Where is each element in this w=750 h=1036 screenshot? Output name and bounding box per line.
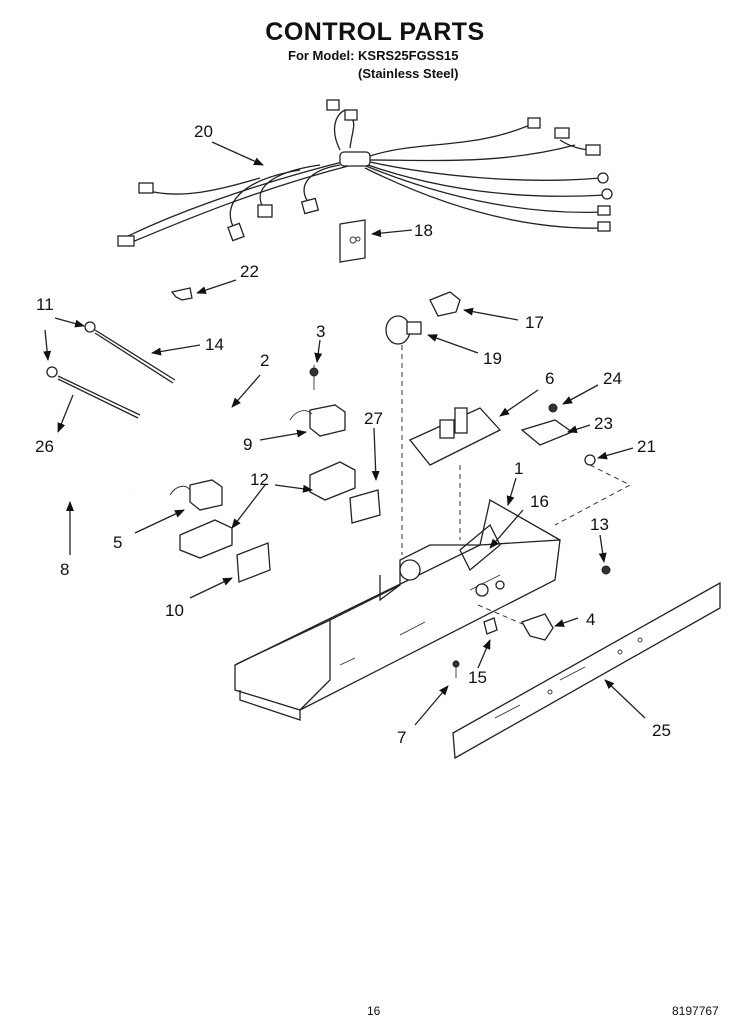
- bracket-12b: [179, 519, 233, 559]
- clip-22: [170, 287, 193, 301]
- callout-22: 22: [240, 262, 259, 281]
- plate-18: [339, 219, 366, 263]
- leader-lines: [43, 141, 646, 726]
- model-line: For Model: KSRS25FGSS15: [288, 48, 459, 63]
- screw-13: [601, 565, 611, 575]
- callout-27: 27: [364, 409, 383, 428]
- callout-15: 15: [468, 668, 487, 687]
- callout-14: 14: [205, 335, 224, 354]
- callout-10: 10: [165, 601, 184, 620]
- callout-26: 26: [35, 437, 54, 456]
- label-10: [236, 542, 271, 583]
- page-number: 16: [367, 1004, 381, 1018]
- trim-strip-25: [452, 581, 721, 760]
- callout-11: 11: [36, 295, 54, 314]
- callout-1: 1: [514, 459, 523, 478]
- callout-25: 25: [652, 721, 671, 740]
- callout-4: 4: [586, 610, 595, 629]
- screw-24: [548, 403, 558, 413]
- callout-13: 13: [590, 515, 609, 534]
- callout-5: 5: [113, 533, 122, 552]
- callout-6: 6: [545, 369, 554, 388]
- probes: [46, 321, 176, 419]
- bracket-12a: [309, 461, 356, 501]
- control-housing-1: [234, 498, 561, 721]
- callout-labels: 20 18 22 11 14 3 2 26 9 27 6 24 23 21 17…: [35, 122, 671, 747]
- callout-2: 2: [260, 351, 269, 370]
- document-number: 8197767: [672, 1004, 719, 1018]
- page-title: CONTROL PARTS: [265, 18, 485, 46]
- part-21: [584, 454, 596, 466]
- callout-16: 16: [530, 492, 549, 511]
- callout-20: 20: [194, 122, 213, 141]
- knob-15: [483, 617, 498, 635]
- callout-19: 19: [483, 349, 502, 368]
- callout-12: 12: [250, 470, 269, 489]
- callout-8: 8: [60, 560, 69, 579]
- control-board-6: [408, 407, 502, 540]
- relay-23: [520, 419, 574, 446]
- bulb-19: [385, 315, 422, 555]
- wiring-harness: [117, 99, 613, 247]
- socket-17: [429, 291, 461, 317]
- callout-9: 9: [243, 435, 252, 454]
- callout-23: 23: [594, 414, 613, 433]
- part-4: [521, 613, 554, 641]
- variant-line: (Stainless Steel): [358, 66, 459, 81]
- label-27: [349, 489, 381, 524]
- callout-21: 21: [637, 437, 656, 456]
- callout-17: 17: [525, 313, 544, 332]
- callout-18: 18: [414, 221, 433, 240]
- switch-9: [289, 365, 346, 437]
- callout-3: 3: [316, 322, 325, 341]
- switch-5: [169, 479, 223, 511]
- callout-24: 24: [603, 369, 622, 388]
- callout-7: 7: [397, 728, 406, 747]
